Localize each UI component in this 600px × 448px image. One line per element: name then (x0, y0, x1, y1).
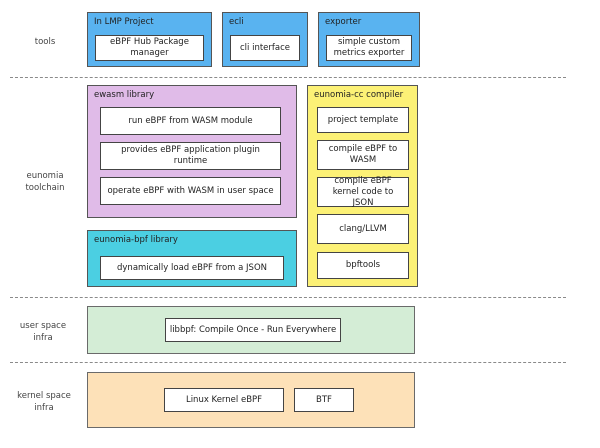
layer-label-kernel-space-infra: kernel space infra (17, 391, 71, 413)
exporter-title: exporter (325, 17, 362, 27)
eunomia-cc-compiler-group: eunomia-cc compiler project template com… (307, 85, 418, 287)
compiler-item-box: compile eBPF to WASM (317, 140, 409, 170)
linux-kernel-ebpf-box: Linux Kernel eBPF (164, 388, 284, 412)
layer-label-eunomia-toolchain: eunomia toolchain (25, 171, 65, 193)
btf-box: BTF (294, 388, 354, 412)
ewasm-library-title: ewasm library (94, 90, 155, 100)
layer-separator (10, 77, 566, 78)
lmp-project-title: In LMP Project (94, 17, 154, 27)
user-space-infra-group: libbpf: Compile Once - Run Everywhere (87, 306, 415, 354)
ecli-group: ecli cli interface (222, 12, 308, 67)
eunomia-cc-compiler-title: eunomia-cc compiler (314, 90, 404, 100)
eunomia-bpf-library-title: eunomia-bpf library (94, 235, 178, 245)
layer-label-user-space-infra: user space infra (19, 321, 67, 343)
ewasm-library-group: ewasm library run eBPF from WASM module … (87, 85, 297, 218)
kernel-space-infra-group: Linux Kernel eBPF BTF (87, 372, 415, 428)
ewasm-item-box: provides eBPF application plugin runtime (100, 142, 281, 170)
eunomia-bpf-library-group: eunomia-bpf library dynamically load eBP… (87, 230, 297, 287)
ewasm-item-box: operate eBPF with WASM in user space (100, 177, 281, 205)
compiler-item-box: project template (317, 107, 409, 133)
lmp-project-group: In LMP Project eBPF Hub Package manager (87, 12, 212, 67)
compiler-item-box: compile eBPF kernel code to JSON (317, 176, 409, 208)
layer-label-tools: tools (34, 37, 56, 47)
ewasm-item-box: run eBPF from WASM module (100, 107, 281, 135)
layer-separator (10, 297, 566, 298)
metrics-exporter-box: simple custom metrics exporter (326, 35, 412, 61)
libbpf-box: libbpf: Compile Once - Run Everywhere (165, 318, 341, 342)
cli-interface-box: cli interface (230, 35, 300, 61)
ecli-title: ecli (229, 17, 244, 27)
exporter-group: exporter simple custom metrics exporter (318, 12, 420, 67)
layer-separator (10, 362, 566, 363)
compiler-item-box: clang/LLVM (317, 214, 409, 244)
ebpf-hub-package-manager-box: eBPF Hub Package manager (95, 35, 204, 61)
compiler-item-box: bpftools (317, 252, 409, 279)
bpf-library-item-box: dynamically load eBPF from a JSON (100, 256, 284, 280)
